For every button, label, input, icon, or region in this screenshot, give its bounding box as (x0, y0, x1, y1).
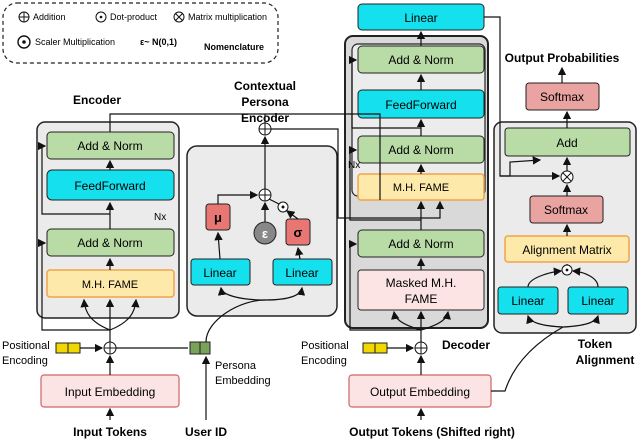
encoder-title: Encoder (73, 93, 121, 107)
persona-embedding-label-line1: Persona (215, 360, 257, 372)
persona-top-addition-icon (258, 122, 272, 136)
scaler-multiplication-node-icon (277, 201, 289, 213)
scaler-multiplication-icon (17, 35, 31, 49)
svg-text:ε: ε (262, 226, 268, 241)
decoder-title: Decoder (442, 338, 490, 352)
encoder-input-addition-icon (103, 341, 117, 355)
persona-embedding-icon (189, 341, 211, 355)
alignment-linear-right: Linear (567, 286, 629, 315)
legend: Addition Dot-product Matrix multiplicati… (2, 2, 279, 64)
svg-text:Alignment Matrix: Alignment Matrix (522, 243, 611, 257)
persona-embedding-label-line2: Embedding (215, 375, 271, 387)
svg-text:Input Embedding: Input Embedding (65, 385, 156, 399)
svg-text:Output Embedding: Output Embedding (370, 385, 470, 399)
positional-encoding-2-label-line1: Positional (301, 340, 349, 352)
svg-text:M.H. FAME: M.H. FAME (82, 279, 138, 291)
persona-linear-left: Linear (190, 258, 251, 286)
positional-encoding-icon (55, 342, 81, 354)
persona-title-line2: Persona (241, 95, 289, 109)
alignment-softmax: Softmax (529, 195, 604, 224)
encoder-feedforward: FeedForward (46, 169, 175, 201)
alignment-dot-product-icon (561, 264, 573, 276)
svg-text:Add: Add (556, 136, 577, 150)
svg-text:Linear: Linear (285, 266, 318, 280)
output-probabilities-title: Output Probabilities (505, 51, 620, 65)
positional-encoding-2-label-line2: Encoding (301, 355, 347, 367)
positional-encoding-label-line1: Positional (2, 340, 50, 352)
sigma-box: σ (285, 218, 311, 246)
svg-text:Add & Norm: Add & Norm (77, 139, 142, 153)
svg-text:Linear: Linear (581, 294, 614, 308)
svg-text:Add & Norm: Add & Norm (388, 143, 453, 157)
decoder-linear: Linear (357, 3, 485, 31)
encoder-add-norm-bottom: Add & Norm (46, 228, 175, 257)
legend-addition: Addition (33, 12, 66, 22)
svg-text:Linear: Linear (511, 294, 544, 308)
encoder-repeat-label: Nx (154, 212, 166, 223)
token-alignment-title-line2: Alignment (576, 353, 635, 367)
decoder-add-norm-2: Add & Norm (357, 135, 485, 164)
mu-box: μ (205, 203, 231, 231)
input-tokens-label: Input Tokens (73, 425, 147, 439)
persona-addition-icon (258, 188, 272, 202)
legend-scaler-multiplication: Scaler Multiplication (35, 37, 115, 47)
legend-nomenclature: Nomenclature (204, 42, 264, 52)
decoder-add-norm-1: Add & Norm (357, 45, 485, 74)
alignment-linear-left: Linear (497, 286, 559, 315)
alignment-matrix-mult-icon (560, 170, 574, 184)
decoder-input-addition-icon (414, 341, 428, 355)
addition-icon (18, 11, 30, 23)
svg-text:FeedForward: FeedForward (385, 98, 456, 112)
svg-text:Linear: Linear (203, 266, 236, 280)
encoder-add-norm-top: Add & Norm (46, 131, 175, 160)
output-softmax: Softmax (525, 82, 600, 111)
decoder-masked-attention: Masked M.H. FAME (357, 269, 485, 311)
svg-text:Softmax: Softmax (544, 203, 588, 217)
output-embedding: Output Embedding (348, 374, 492, 408)
persona-linear-right: Linear (272, 258, 333, 286)
decoder-feedforward: FeedForward (357, 89, 485, 119)
positional-encoding-2-icon (362, 342, 388, 354)
svg-text:Softmax: Softmax (540, 90, 584, 104)
legend-dot-product: Dot-product (110, 12, 158, 22)
decoder-repeat-label: Nx (348, 160, 360, 171)
svg-text:Add & Norm: Add & Norm (388, 53, 453, 67)
output-tokens-label: Output Tokens (Shifted right) (349, 425, 515, 439)
legend-epsilon: ε~ N(0,1) (140, 37, 177, 47)
svg-text:FeedForward: FeedForward (74, 179, 145, 193)
persona-title-line1: Contextual (234, 79, 296, 93)
svg-text:Masked M.H.: Masked M.H. (386, 276, 457, 290)
input-embedding: Input Embedding (40, 374, 180, 408)
alignment-add: Add (504, 127, 631, 157)
svg-text:Linear: Linear (404, 11, 437, 25)
alignment-matrix: Alignment Matrix (504, 235, 630, 263)
legend-matrix-multiplication: Matrix multiplication (188, 12, 267, 22)
dot-product-icon (95, 11, 107, 23)
token-alignment-title-line1: Token (578, 337, 612, 351)
epsilon-node: ε (253, 221, 277, 245)
decoder-add-norm-3: Add & Norm (357, 229, 485, 258)
decoder-attention: M.H. FAME (357, 173, 485, 201)
svg-text:Add & Norm: Add & Norm (388, 237, 453, 251)
svg-text:M.H. FAME: M.H. FAME (393, 182, 449, 194)
positional-encoding-label-line2: Encoding (2, 355, 48, 367)
matrix-multiplication-icon (173, 11, 185, 23)
svg-text:μ: μ (214, 210, 222, 225)
svg-text:Add & Norm: Add & Norm (77, 236, 142, 250)
svg-text:FAME: FAME (405, 292, 438, 306)
svg-text:σ: σ (294, 225, 303, 240)
encoder-attention: M.H. FAME (46, 269, 175, 298)
user-id-label: User ID (185, 425, 227, 439)
connectors (37, 16, 600, 420)
